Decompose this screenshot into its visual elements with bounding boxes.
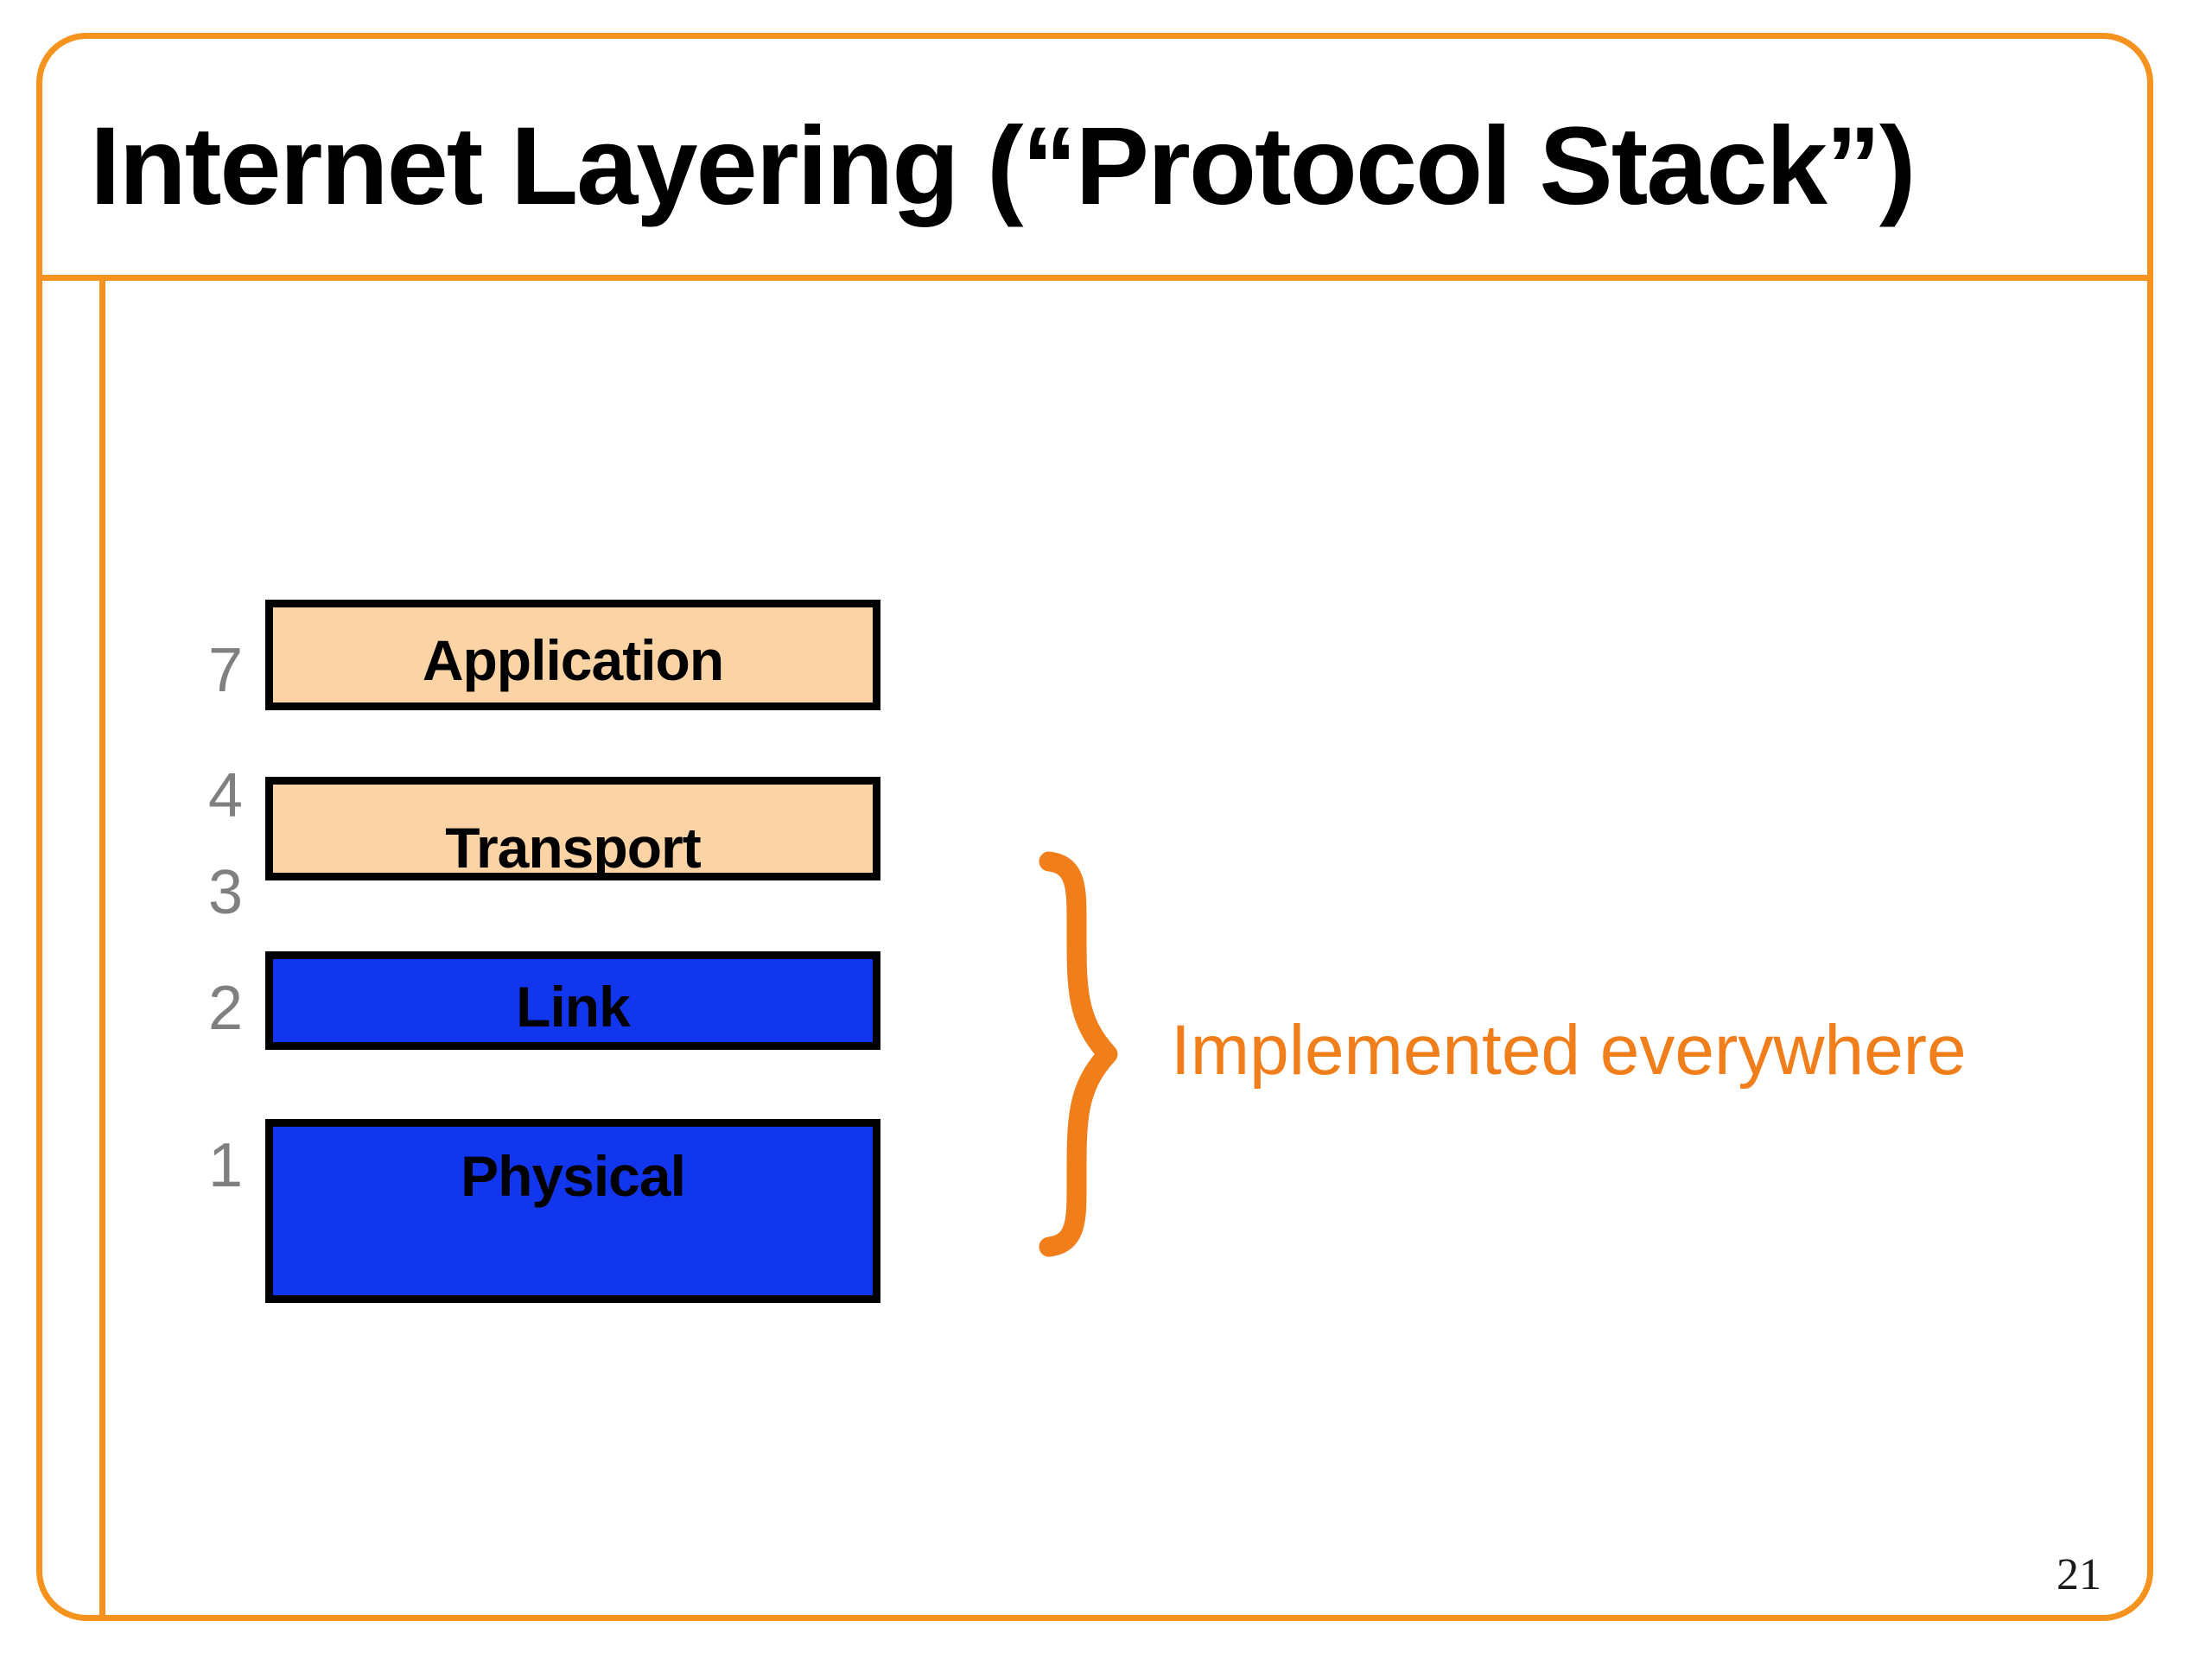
title-divider-line (36, 275, 2153, 281)
layer-box-link[interactable]: Link (265, 951, 880, 1050)
protocol-stack-diagram: 7 Application 4 3 Transport 2 Link 1 Phy… (199, 588, 907, 1322)
layer-number-7: 7 (207, 636, 244, 705)
layer-number-1: 1 (207, 1131, 244, 1200)
layer-box-physical[interactable]: Physical (265, 1119, 880, 1303)
annotation-implemented-everywhere: Implemented everywhere (1171, 1011, 1967, 1090)
layer-number-2: 2 (207, 974, 244, 1043)
layer-label-physical: Physical (461, 1144, 686, 1208)
page-title: Internet Layering (“Protocol Stack”) (90, 105, 1916, 228)
layer-label-transport: Transport (445, 816, 701, 880)
layer-number-3: 3 (207, 858, 244, 927)
layer-label-link: Link (516, 975, 631, 1039)
left-accent-rail (99, 275, 105, 1621)
layer-box-application[interactable]: Application (265, 600, 880, 710)
layer-number-4: 4 (207, 761, 244, 830)
layer-box-transport[interactable]: Transport (265, 777, 880, 880)
page-number: 21 (2056, 1550, 2101, 1599)
curly-brace-icon (1028, 851, 1132, 1257)
layer-label-application: Application (422, 628, 724, 692)
